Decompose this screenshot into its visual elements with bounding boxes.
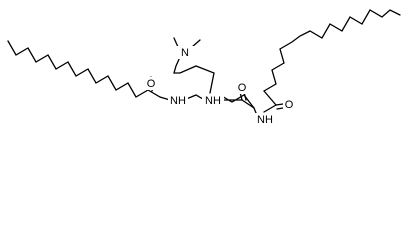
n-methyl-bond-right: [191, 39, 201, 48]
atom-labels: N NH O NH O NH O: [145, 46, 295, 126]
alpha-to-carbonyl-bond: [241, 99, 255, 109]
right-carbonyl-double-bond-a: [275, 103, 284, 106]
right-nh-to-carbonyl-bond: [263, 104, 277, 113]
amide-o-right-label: O: [285, 99, 294, 111]
right-alkyl-chain: [263, 9, 401, 92]
amide-nh-right-label: NH: [257, 114, 273, 126]
amide-nh-top-label: NH: [205, 95, 221, 107]
amide-o-left-label: O: [147, 78, 156, 90]
amide-o-center-label: O: [238, 82, 247, 94]
right-carbonyl-double-bond-b: [276, 107, 284, 110]
dimethylamino-n-label: N: [181, 47, 189, 59]
left-alkyl-chain: [7, 40, 149, 98]
propyl-chain: [173, 56, 215, 94]
right-carbonyl-bond: [263, 90, 277, 106]
amide-nh-left-label: NH: [170, 95, 186, 107]
n-methyl-bond-left: [173, 37, 179, 48]
molecule-structure: N NH O NH O NH O: [7, 9, 401, 126]
left-amide-bond: [147, 89, 171, 101]
